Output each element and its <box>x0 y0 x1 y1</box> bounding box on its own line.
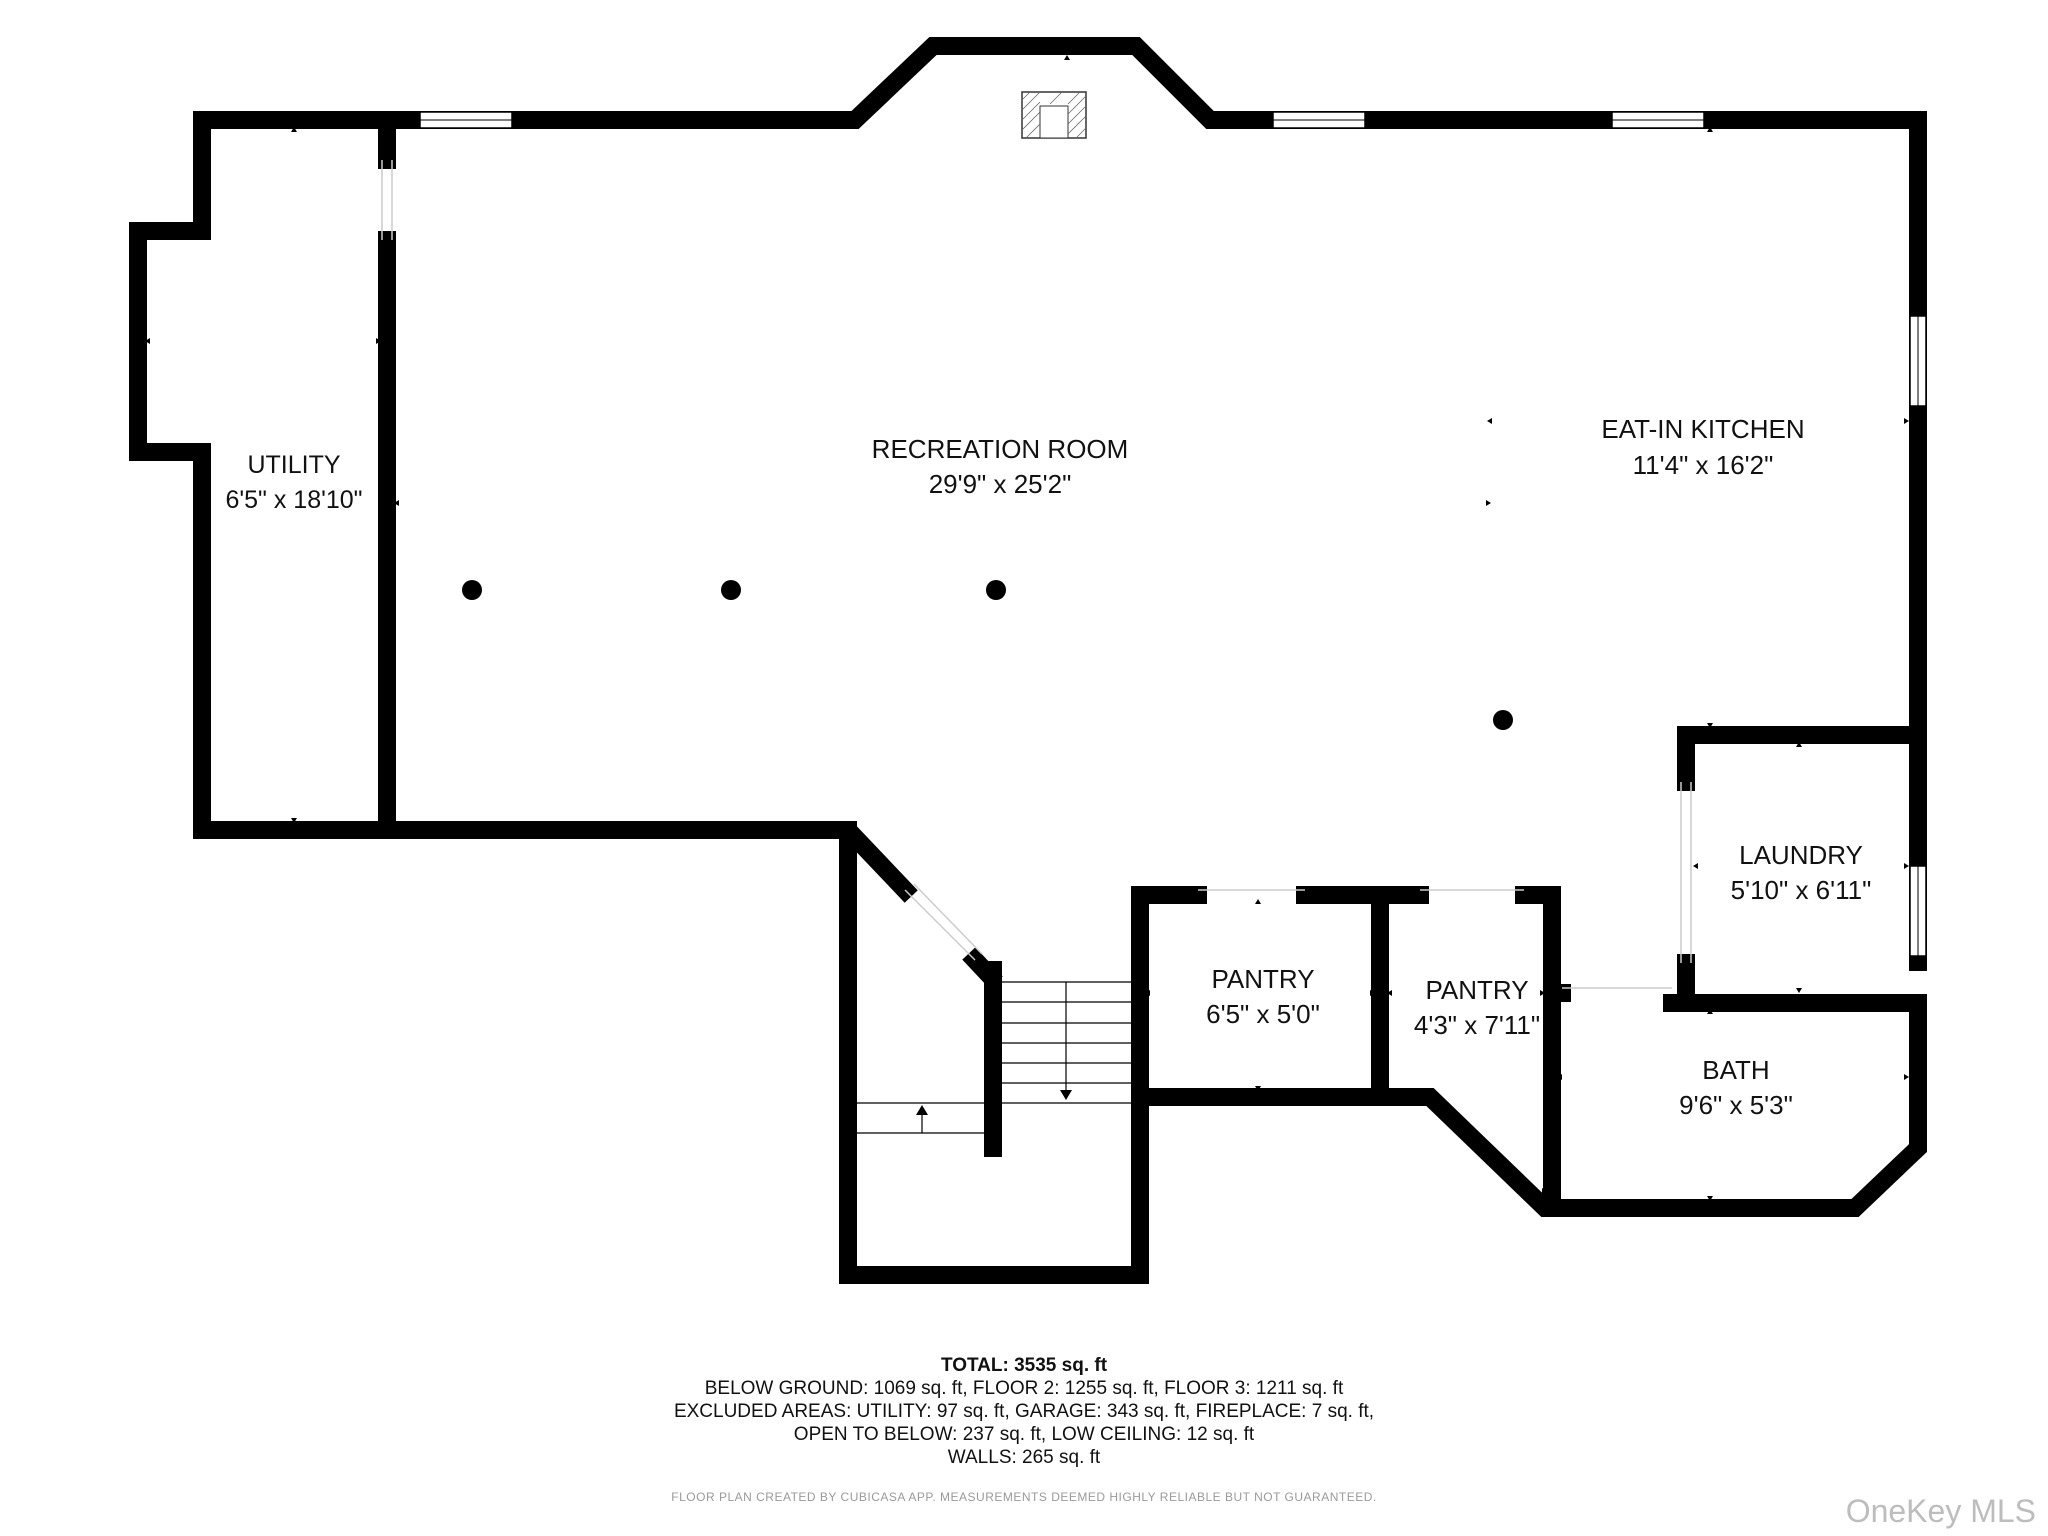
room-name-recreation: RECREATION ROOM <box>872 434 1129 464</box>
column-4 <box>1493 710 1513 730</box>
windows <box>419 111 1927 957</box>
room-name-utility: UTILITY <box>247 451 340 479</box>
south-wall-utility <box>193 821 918 903</box>
room-dims-laundry: 5'10" x 6'11" <box>1731 875 1872 905</box>
stair-arrow-up-icon <box>916 1105 928 1115</box>
fireplace <box>1021 91 1087 139</box>
pantry2-right-wall <box>1515 886 1561 1217</box>
onekey-watermark: OneKey MLS <box>1845 1493 2036 1529</box>
pantry1-top-left <box>1131 886 1207 1106</box>
room-dims-bath: 9'6" x 5'3" <box>1679 1090 1793 1120</box>
room-name-kitchen: EAT-IN KITCHEN <box>1601 414 1804 444</box>
area-summary: TOTAL: 3535 sq. ft BELOW GROUND: 1069 sq… <box>0 1354 2048 1469</box>
room-name-pantry2: PANTRY <box>1425 975 1528 1005</box>
columns <box>462 580 1513 730</box>
room-name-laundry: LAUNDRY <box>1739 840 1863 870</box>
room-dims-pantry1: 6'5" x 5'0" <box>1206 999 1320 1029</box>
utility-bumpout-wall <box>129 111 211 839</box>
room-name-bath: BATH <box>1702 1055 1769 1085</box>
area-line-3: OPEN TO BELOW: 237 sq. ft, LOW CEILING: … <box>793 1424 1255 1445</box>
room-labels: UTILITY 6'5" x 18'10" RECREATION ROOM 29… <box>225 414 1871 1120</box>
walls <box>129 37 1927 1284</box>
staircase <box>857 981 1131 1134</box>
door-openings <box>381 160 1692 989</box>
measure-markers <box>145 55 1909 1201</box>
area-line-2: EXCLUDED AREAS: UTILITY: 97 sq. ft, GARA… <box>673 1401 1375 1422</box>
room-dims-pantry2: 4'3" x 7'11" <box>1414 1010 1540 1040</box>
stair-wall-outer <box>839 821 1149 1284</box>
pantry1-wall <box>1131 886 1389 1106</box>
total-area: TOTAL: 3535 sq. ft <box>940 1355 1108 1376</box>
column-3 <box>986 580 1006 600</box>
laundry-wall <box>1677 726 1927 791</box>
pantry2-wall <box>1371 994 1927 1217</box>
area-line-4: WALLS: 265 sq. ft <box>947 1447 1101 1468</box>
room-dims-recreation: 29'9" x 25'2" <box>929 469 1072 499</box>
column-1 <box>462 580 482 600</box>
cubicasa-credit: FLOOR PLAN CREATED BY CUBICASA APP. MEAS… <box>671 1490 1377 1504</box>
stair-arrow-down-icon <box>1060 1090 1072 1100</box>
area-line-1: BELOW GROUND: 1069 sq. ft, FLOOR 2: 1255… <box>704 1378 1344 1399</box>
room-name-pantry1: PANTRY <box>1211 964 1314 994</box>
room-dims-utility: 6'5" x 18'10" <box>225 486 362 514</box>
outer-wall-north <box>193 37 1927 971</box>
column-2 <box>721 580 741 600</box>
room-dims-kitchen: 11'4" x 16'2" <box>1633 450 1774 480</box>
